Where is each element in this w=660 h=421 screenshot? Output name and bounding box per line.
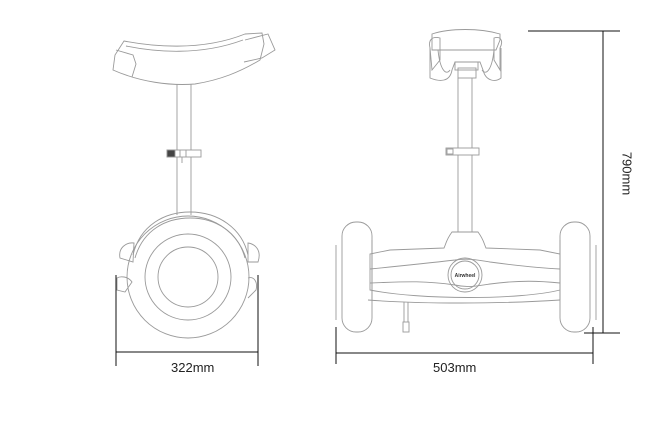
dimension-height: 790mm: [619, 151, 635, 196]
height-clamp-front: [445, 147, 480, 156]
height-clamp-side: [166, 149, 202, 163]
wheel-right-front: [559, 221, 597, 333]
dimension-lines: [115, 30, 620, 366]
wheel-side: [116, 211, 260, 339]
dimension-width-front: 503mm: [433, 360, 477, 375]
brand-logo: Airwheel: [455, 273, 476, 279]
wheel-left-front: [335, 221, 373, 333]
side-view: [112, 32, 276, 339]
scooter-body: [367, 231, 561, 333]
seat-front: [429, 29, 503, 81]
dimension-width-side: 322mm: [171, 360, 215, 375]
front-view: [335, 29, 597, 333]
seat-side: [112, 32, 276, 85]
